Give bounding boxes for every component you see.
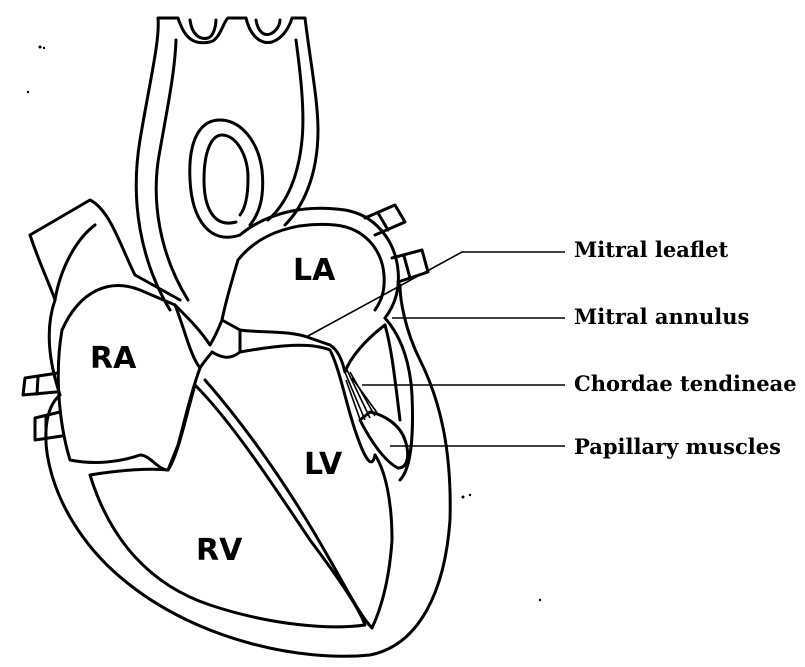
speck <box>43 47 45 49</box>
callout-mitral-annulus: Mitral annulus <box>574 304 749 329</box>
pulmonary-trunk-outer <box>190 120 263 237</box>
speck <box>39 46 42 49</box>
callout-papillary-muscles: Papillary muscles <box>574 434 781 459</box>
septum-junction-2 <box>200 330 240 368</box>
mitral-leaflet-shape <box>330 325 385 372</box>
ivc-upper-inner <box>37 377 38 394</box>
chordae-strand-1 <box>344 370 365 420</box>
speck <box>469 494 471 496</box>
aortic-branch-2 <box>256 20 280 34</box>
aorta-outer <box>136 18 318 310</box>
pulmonary-trunk-inner <box>204 135 248 223</box>
speck <box>462 496 465 499</box>
right-ventricle-inner <box>90 385 365 627</box>
aortic-branch-1 <box>190 20 216 38</box>
aorta-inner <box>156 40 188 300</box>
pulmonary-vein-lower-inner <box>404 256 410 278</box>
inferior-vena-cava-upper <box>23 373 58 395</box>
callout-chordae-tendineae: Chordae tendineae <box>574 371 797 396</box>
label-right-atrium: RA <box>90 341 137 376</box>
label-left-atrium: LA <box>293 253 336 288</box>
speck <box>539 599 541 601</box>
aorta-arch-inner <box>268 40 303 220</box>
inferior-vena-cava-lower <box>35 412 62 440</box>
speck <box>27 91 29 93</box>
svc-left-edge <box>30 235 55 300</box>
callout-mitral-leaflet: Mitral leaflet <box>574 237 728 262</box>
leader-mitral-leaflet <box>308 252 565 336</box>
label-right-ventricle: RV <box>196 533 243 568</box>
label-left-ventricle: LV <box>304 447 343 482</box>
